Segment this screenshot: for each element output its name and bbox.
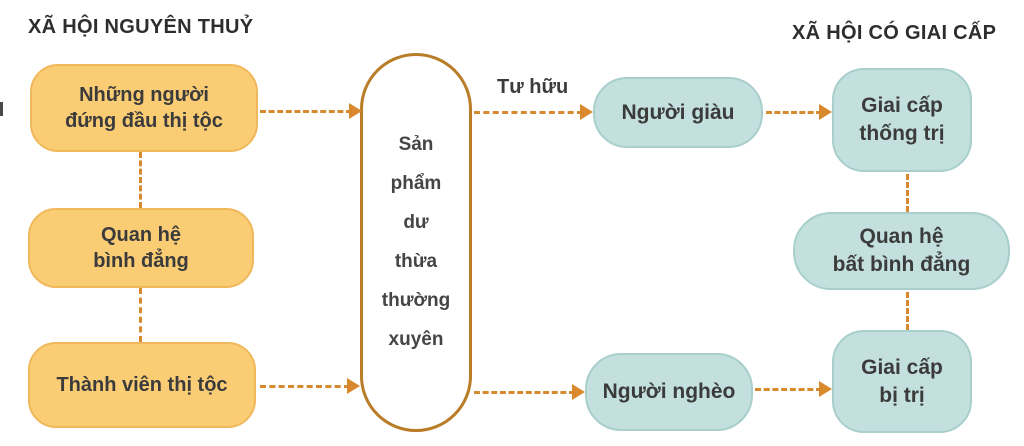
arrow-rich-to-ruling-class bbox=[766, 104, 832, 120]
arrow-surplus-to-poor bbox=[474, 384, 585, 400]
oval-surplus-product: Sản phẩm dư thừa thường xuyên bbox=[360, 53, 472, 432]
box-ruled-class: Giai cấp bị trị bbox=[832, 330, 972, 433]
oval-word-3: dư bbox=[403, 212, 429, 233]
arrow-dash bbox=[474, 110, 583, 114]
arrow-head-icon bbox=[572, 384, 585, 400]
box-ruling-class: Giai cấp thống trị bbox=[832, 68, 972, 172]
box-poor-people: Người nghèo bbox=[585, 353, 753, 431]
arrow-clan-members-to-surplus bbox=[260, 378, 360, 394]
oval-word-1: Sản bbox=[398, 134, 434, 155]
arrow-dash bbox=[474, 390, 575, 394]
oval-word-6: xuyên bbox=[388, 329, 444, 350]
arrow-head-icon bbox=[347, 378, 360, 394]
box-unequal-relations: Quan hệ bất bình đẳng bbox=[793, 212, 1010, 290]
arrow-clan-leaders-to-surplus bbox=[260, 103, 362, 119]
arrow-head-icon bbox=[580, 104, 593, 120]
box-ruling-class-line-2: thống trị bbox=[859, 122, 945, 145]
arrow-dash bbox=[755, 387, 822, 391]
arrow-dash bbox=[260, 109, 352, 113]
arrow-dash bbox=[766, 110, 822, 114]
arrow-poor-to-ruled-class bbox=[755, 381, 832, 397]
arrow-head-icon bbox=[819, 381, 832, 397]
box-equal-relations: Quan hệ bình đẳng bbox=[28, 208, 254, 288]
connector-ruling-class-unequal-relations bbox=[906, 174, 909, 212]
box-ruling-class-line-1: Giai cấp bbox=[861, 94, 943, 118]
box-unequal-relations-line-1: Quan hệ bbox=[859, 225, 944, 249]
connector-unequal-relations-ruled-class bbox=[906, 292, 909, 330]
box-rich-people: Người giàu bbox=[593, 77, 763, 148]
oval-word-5: thường bbox=[381, 290, 451, 311]
box-clan-members: Thành viên thị tộc bbox=[28, 342, 256, 428]
oval-word-2: phẩm bbox=[390, 173, 442, 194]
arrow-dash bbox=[260, 384, 350, 388]
arrow-head-icon bbox=[349, 103, 362, 119]
box-poor-people-line-1: Người nghèo bbox=[602, 380, 736, 404]
arrow-surplus-to-rich bbox=[474, 104, 593, 120]
box-clan-leaders-line-2: đứng đầu thị tộc bbox=[65, 110, 223, 132]
box-rich-people-line-1: Người giàu bbox=[621, 100, 735, 124]
box-clan-members-line-1: Thành viên thị tộc bbox=[56, 373, 228, 396]
label-private-ownership: Tư hữu bbox=[497, 76, 569, 98]
arrow-head-icon bbox=[819, 104, 832, 120]
connector-equal-relations-clan-members bbox=[139, 288, 142, 342]
title-class-society: XÃ HỘI CÓ GIAI CẤP bbox=[792, 22, 997, 44]
box-equal-relations-line-2: bình đẳng bbox=[93, 250, 189, 272]
title-primitive-society: XÃ HỘI NGUYÊN THUỶ bbox=[28, 16, 254, 38]
box-clan-leaders-line-1: Những người bbox=[79, 83, 209, 106]
oval-word-4: thừa bbox=[394, 251, 438, 272]
box-clan-leaders: Những người đứng đầu thị tộc bbox=[30, 64, 258, 152]
box-equal-relations-line-1: Quan hệ bbox=[100, 223, 181, 246]
box-unequal-relations-line-2: bất bình đẳng bbox=[832, 253, 971, 276]
box-ruled-class-line-1: Giai cấp bbox=[861, 355, 943, 379]
connector-clan-leaders-equal-relations bbox=[139, 152, 142, 208]
box-ruled-class-line-2: bị trị bbox=[879, 383, 925, 407]
left-edge-artifact bbox=[0, 102, 3, 116]
